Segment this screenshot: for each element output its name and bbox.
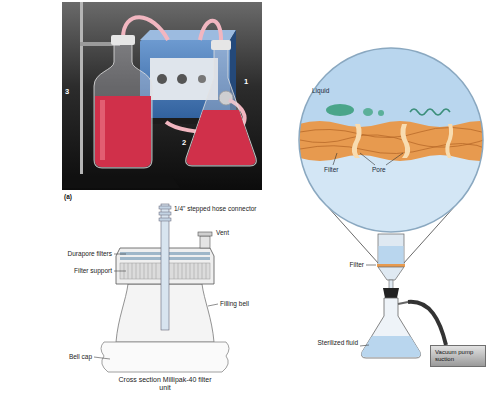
pump-box: Vacuum pump suction <box>430 345 486 367</box>
part-label: 1/4" stepped hose connector <box>174 205 257 212</box>
callout-number: 3 <box>65 88 69 97</box>
panel-letter: (a) <box>64 193 72 200</box>
figure-caption: Cross section Millipak-40 filter unit <box>115 376 215 392</box>
box-text: Vacuum pump suction <box>435 349 481 363</box>
callout-number: 1 <box>244 78 248 87</box>
part-label: Filling bell <box>220 300 249 307</box>
part-label: Pore <box>372 166 386 173</box>
millipak-filter-unit <box>94 204 229 372</box>
part-label: Vent <box>216 229 229 236</box>
part-label: Durapore filters <box>44 250 112 257</box>
part-label: Filter support <box>44 267 112 274</box>
part-label: Bell cap <box>40 353 92 360</box>
part-label: Filter <box>322 261 364 268</box>
part-label: Sterilized fluid <box>314 339 358 346</box>
photo-apparatus <box>62 2 262 190</box>
region-label: Liquid <box>312 87 329 94</box>
callout-number: 2 <box>182 139 186 148</box>
part-label: Filter <box>324 166 338 173</box>
filter-magnification <box>299 48 489 358</box>
